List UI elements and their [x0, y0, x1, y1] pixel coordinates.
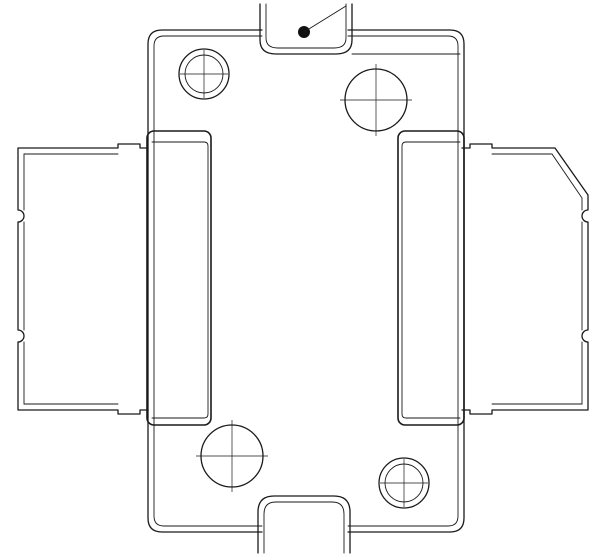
hole-bottom-right	[378, 457, 430, 509]
right-slot-outer	[397, 130, 465, 426]
right-block-outline	[461, 143, 589, 415]
right-side-block	[461, 143, 589, 415]
bottom-notch-outline	[257, 495, 351, 554]
top-notch-inner	[265, 3, 347, 49]
bottom-notch-inner	[263, 501, 345, 554]
left-block-inner-edge	[23, 153, 119, 405]
top-notch	[259, 3, 461, 55]
left-block-outline	[17, 143, 149, 415]
leader-line	[303, 5, 347, 33]
right-block-inner-edge	[491, 153, 583, 405]
hole-bottom-left	[196, 420, 268, 492]
left-side-block	[17, 143, 149, 415]
right-slot	[397, 130, 465, 426]
plate-outer-outline	[147, 29, 465, 533]
left-slot	[146, 130, 212, 426]
right-slot-inner	[401, 141, 461, 419]
plate-inner-outline	[153, 35, 459, 527]
left-slot-inner	[151, 141, 209, 419]
hole-top-right	[340, 64, 412, 136]
main-plate	[147, 29, 465, 533]
left-slot-outer	[146, 130, 212, 426]
top-notch-outline	[259, 3, 353, 55]
bottom-notch	[257, 495, 351, 554]
hole-top-left	[178, 48, 230, 100]
